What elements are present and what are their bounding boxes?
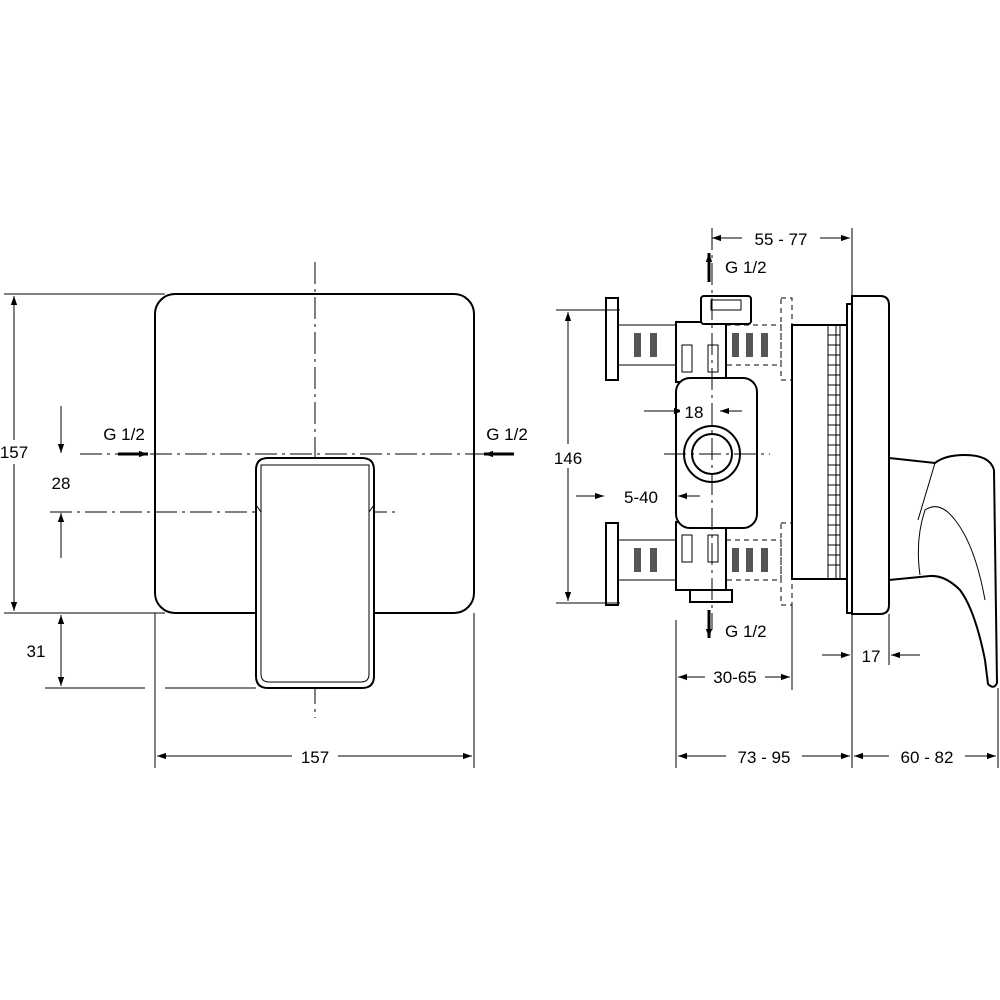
wall-range-label: 5-40 (624, 488, 658, 507)
height-dimension-label: 157 (0, 443, 28, 462)
handle-profile (888, 453, 999, 688)
trim-plate-profile (846, 295, 890, 615)
trim-depth-label: 60 - 82 (901, 748, 954, 767)
body-range-label: 30-65 (713, 668, 756, 687)
core-height-label: 146 (554, 449, 582, 468)
port-size-label: 18 (685, 403, 704, 422)
box-depth-label: 73 - 95 (738, 748, 791, 767)
inlet-left-label: G 1/2 (103, 425, 145, 444)
handle-offset-label: 28 (52, 474, 71, 493)
outlet-bottom-label: G 1/2 (725, 622, 767, 641)
front-view: 157 28 31 157 G 1/2 G 1/2 (0, 262, 528, 768)
width-dimension-label: 157 (301, 748, 329, 767)
overhang-dimension-label: 31 (27, 642, 46, 661)
side-view: 55 - 77 G 1/2 146 18 5-40 G 1/2 30-65 (548, 226, 999, 768)
threaded-stub-bottom (617, 539, 782, 581)
plate-thickness-label: 17 (862, 647, 881, 666)
threaded-stub-top (617, 324, 782, 366)
outlet-top-label: G 1/2 (725, 258, 767, 277)
handle-lever (255, 457, 375, 689)
threaded-sleeve (791, 324, 848, 580)
inlet-right-label: G 1/2 (486, 425, 528, 444)
rear-mount-bottom (605, 522, 619, 606)
top-range-label: 55 - 77 (755, 230, 808, 249)
